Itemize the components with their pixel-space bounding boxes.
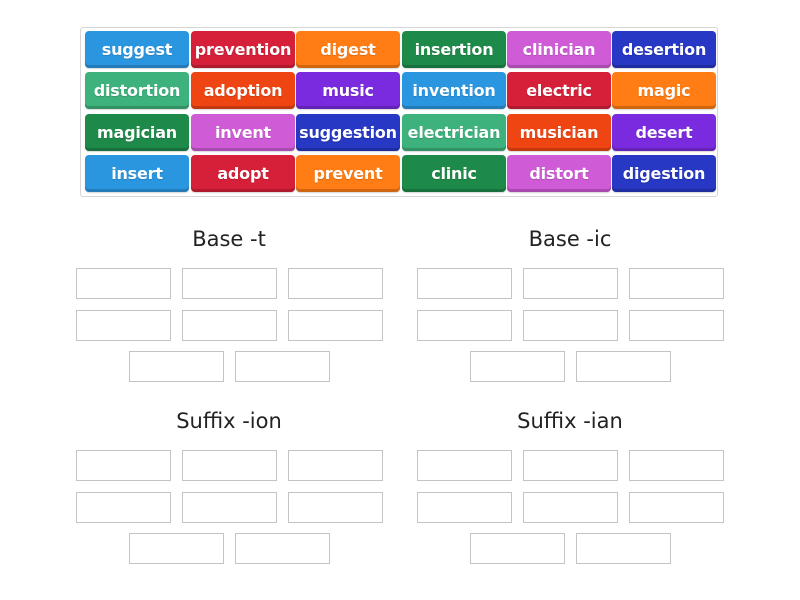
- drop-slot[interactable]: [523, 491, 618, 523]
- word-tile-electric[interactable]: electric: [507, 72, 611, 109]
- drop-slot[interactable]: [129, 351, 224, 382]
- word-tile-electrician[interactable]: electrician: [402, 114, 506, 151]
- drop-slot[interactable]: [288, 450, 383, 481]
- word-tile-adopt[interactable]: adopt: [191, 155, 295, 192]
- word-tile-clinic[interactable]: clinic: [402, 155, 506, 192]
- word-tile-music[interactable]: music: [296, 72, 400, 109]
- word-tile-distortion[interactable]: distortion: [85, 72, 189, 109]
- drop-slot[interactable]: [629, 309, 724, 341]
- word-tile-invent[interactable]: invent: [191, 114, 295, 151]
- group-title: Base -t: [192, 227, 266, 251]
- word-tile-magician[interactable]: magician: [85, 114, 189, 151]
- word-tile-magic[interactable]: magic: [612, 72, 716, 109]
- drop-slot[interactable]: [76, 450, 171, 481]
- drop-slot[interactable]: [129, 533, 224, 564]
- group-title: Base -ic: [528, 227, 612, 251]
- word-tile-clinician[interactable]: clinician: [507, 31, 611, 68]
- drop-slot[interactable]: [523, 450, 618, 481]
- drop-slot[interactable]: [470, 533, 565, 564]
- drop-slot[interactable]: [76, 491, 171, 523]
- drop-slot[interactable]: [523, 309, 618, 341]
- drop-slot[interactable]: [182, 309, 277, 341]
- drop-slot[interactable]: [629, 268, 724, 299]
- word-tile-digest[interactable]: digest: [296, 31, 400, 68]
- word-tile-desertion[interactable]: desertion: [612, 31, 716, 68]
- word-tile-prevent[interactable]: prevent: [296, 155, 400, 192]
- drop-slot[interactable]: [182, 268, 277, 299]
- word-tile-suggestion[interactable]: suggestion: [296, 114, 400, 151]
- word-tile-musician[interactable]: musician: [507, 114, 611, 151]
- word-tile-digestion[interactable]: digestion: [612, 155, 716, 192]
- drop-slot[interactable]: [470, 351, 565, 382]
- drop-slot[interactable]: [576, 533, 671, 564]
- group-title: Suffix -ian: [517, 409, 623, 433]
- drop-slot[interactable]: [235, 533, 330, 564]
- drop-slot[interactable]: [76, 268, 171, 299]
- drop-slot[interactable]: [417, 450, 512, 481]
- drop-slot[interactable]: [576, 351, 671, 382]
- drop-slot[interactable]: [235, 351, 330, 382]
- drop-slot[interactable]: [182, 450, 277, 481]
- word-tile-prevention[interactable]: prevention: [191, 31, 295, 68]
- drop-slot[interactable]: [417, 268, 512, 299]
- drop-slot[interactable]: [288, 268, 383, 299]
- word-tile-insert[interactable]: insert: [85, 155, 189, 192]
- word-tile-distort[interactable]: distort: [507, 155, 611, 192]
- drop-slot[interactable]: [288, 309, 383, 341]
- drop-slot[interactable]: [417, 309, 512, 341]
- word-tile-desert[interactable]: desert: [612, 114, 716, 151]
- word-tile-invention[interactable]: invention: [402, 72, 506, 109]
- drop-slot[interactable]: [182, 491, 277, 523]
- drop-slot[interactable]: [288, 491, 383, 523]
- drop-slot[interactable]: [417, 491, 512, 523]
- drop-slot[interactable]: [629, 450, 724, 481]
- group-title: Suffix -ion: [176, 409, 282, 433]
- drop-slot[interactable]: [76, 309, 171, 341]
- drop-slot[interactable]: [523, 268, 618, 299]
- drop-slot[interactable]: [629, 491, 724, 523]
- word-tile-suggest[interactable]: suggest: [85, 31, 189, 68]
- word-tile-adoption[interactable]: adoption: [191, 72, 295, 109]
- word-tile-insertion[interactable]: insertion: [402, 31, 506, 68]
